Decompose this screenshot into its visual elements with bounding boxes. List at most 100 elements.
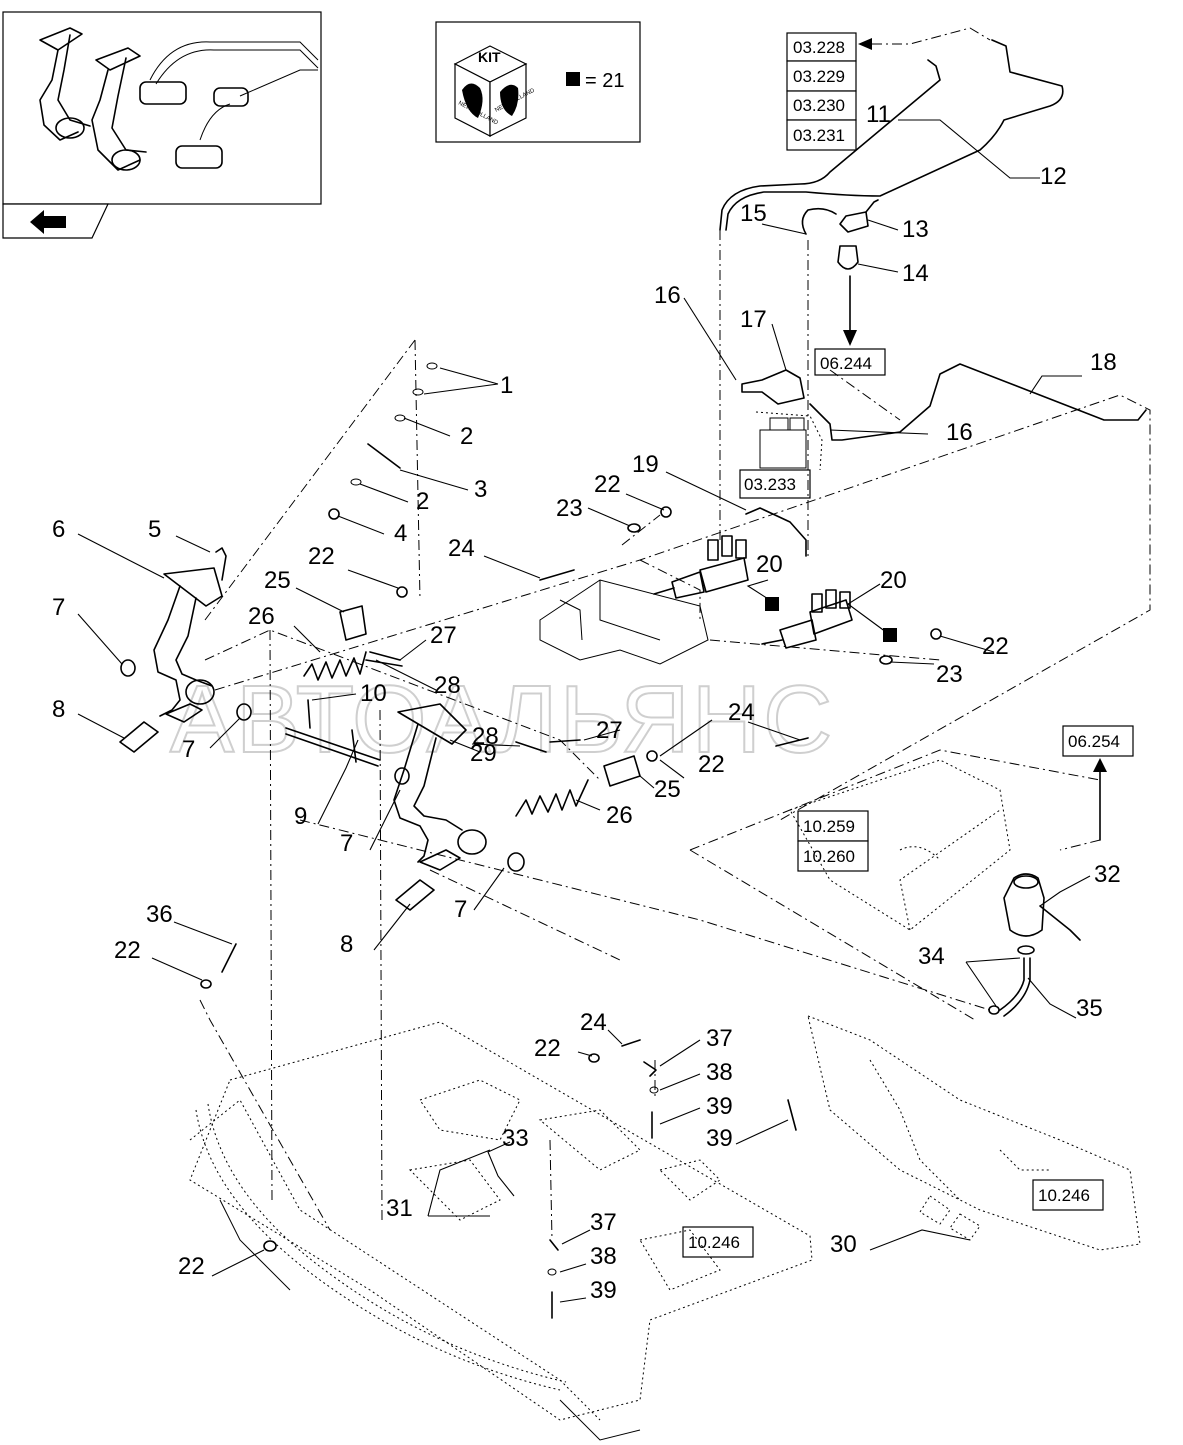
callout-13: 13 [902,216,929,243]
callout-8-right: 8 [340,931,353,958]
callout-7-lower: 7 [340,830,353,857]
callout-7-left: 7 [52,594,65,621]
ref-text-06244: 06.244 [820,354,872,373]
callout-10: 10 [360,680,387,707]
ref-text-06254: 06.254 [1068,732,1120,751]
ref-box-06254[interactable] [1062,725,1134,757]
callout-19: 19 [632,451,659,478]
hose-15 [801,207,837,235]
callout-37-upper: 37 [706,1025,733,1052]
callout-39-lower: 39 [590,1277,617,1304]
pedal-29 [393,703,487,871]
kit-square-marker [566,72,580,86]
kit-label: KIT [478,49,501,65]
callout-24-right: 24 [728,699,755,726]
ref-box-10246-floor[interactable] [682,1226,754,1258]
master-cylinder-lower [761,589,853,649]
callout-2-upper: 2 [460,423,473,450]
callout-7-right: 7 [454,896,467,923]
ref-box-03233[interactable] [739,469,811,499]
callout-25-left: 25 [264,567,291,594]
callout-22-top: 22 [594,471,621,498]
ref-box-03228[interactable] [786,32,857,62]
callout-27-right: 27 [596,717,623,744]
callout-22-upper-left: 22 [308,543,335,570]
callout-2-lower: 2 [416,488,429,515]
callout-28-upper: 28 [434,672,461,699]
callout-22-lower-left: 22 [114,937,141,964]
callout-5: 5 [148,516,161,543]
callout-20-lower: 20 [880,567,907,594]
callout-24-floor: 24 [580,1009,607,1036]
callout-22-middle: 22 [698,751,725,778]
callout-22-bottom: 22 [178,1253,205,1280]
kit-legend-text: = 21 [585,70,624,92]
tee-13 [839,211,869,233]
ref-box-06244[interactable] [814,348,886,376]
callout-29: 29 [470,740,497,767]
side-panel-outline [807,1015,1141,1251]
callout-labels: 1 2 3 2 4 5 6 7 8 7 9 7 7 8 10 11 12 13 … [52,101,1121,1304]
callout-16-upper: 16 [654,282,681,309]
tank-outline [789,759,1011,931]
callout-31: 31 [386,1195,413,1222]
ref-text-03228: 03.228 [793,38,845,57]
callout-20-upper: 20 [756,551,783,578]
arrow-head-06244 [843,330,857,346]
reference-stack-03228: 03.228 03.229 03.230 03.231 [786,27,991,151]
back-arrow-icon[interactable] [30,210,66,234]
ref-text-03231: 03.231 [793,126,845,145]
ref-text-10246-side: 10.246 [1038,1186,1090,1205]
callout-6: 6 [52,516,65,543]
callout-14: 14 [902,260,929,287]
valve-block-03233 [755,411,823,471]
callout-35: 35 [1076,995,1103,1022]
ref-text-03230: 03.230 [793,96,845,115]
callout-8-left: 8 [52,696,65,723]
kit-box: KIT NEW HOLLAND NEW HOLLAND = 21 [435,21,641,143]
callout-27-left: 27 [430,622,457,649]
brake-pipe-11 [719,59,941,231]
callout-30: 30 [830,1231,857,1258]
switch-14 [837,245,859,270]
callout-36: 36 [146,901,173,928]
kit-marker-20-lower [883,628,897,642]
pipe-18 [809,363,1147,441]
assembly-lines [199,230,1151,1241]
brake-pipe-12 [725,39,1064,231]
block-17 [741,369,805,405]
callout-1: 1 [500,372,513,399]
ref-box-10260[interactable] [797,840,869,872]
callout-26-right: 26 [606,802,633,829]
callout-37-lower: 37 [590,1209,617,1236]
pedal-6 [153,567,223,723]
ref-arrow-03228 [858,38,872,50]
ref-box-03229[interactable] [786,60,857,92]
ref-box-03231[interactable] [786,119,857,151]
master-cylinder-upper [653,535,749,599]
cab-floor-outline [189,1021,813,1441]
callout-39-upper: 39 [706,1093,733,1120]
callout-15: 15 [740,200,767,227]
callout-17: 17 [740,306,767,333]
callout-34: 34 [918,943,945,970]
callout-12: 12 [1040,163,1067,190]
callout-22-floor: 22 [534,1035,561,1062]
callout-3: 3 [474,476,487,503]
callout-16-lower: 16 [946,419,973,446]
ref-box-10246-side[interactable] [1032,1179,1104,1211]
callout-25-right: 25 [654,776,681,803]
arrow-head-06254 [1093,758,1107,772]
callout-38-upper: 38 [706,1059,733,1086]
callout-33: 33 [502,1125,529,1152]
reservoir-assembly [988,873,1081,1017]
callout-23-right: 23 [936,661,963,688]
ref-text-10246-floor: 10.246 [688,1233,740,1252]
hardware [119,362,942,1319]
hydraulic-lines [719,39,1147,557]
ref-text-03229: 03.229 [793,67,845,86]
callout-18: 18 [1090,349,1117,376]
callout-23-top: 23 [556,495,583,522]
callout-9: 9 [294,803,307,830]
overview-inset [2,11,322,239]
